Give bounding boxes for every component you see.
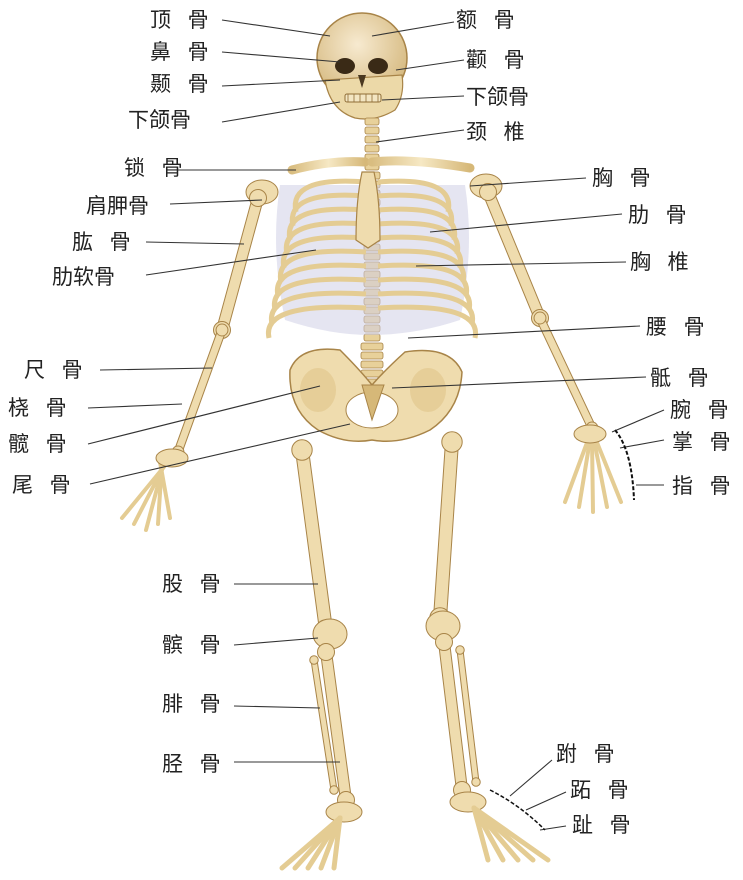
label-yao-gu: 腰 骨	[646, 315, 710, 339]
label-lei-ruan-gu: 肋软骨	[52, 265, 115, 289]
label-jian-jia-gu: 肩胛骨	[86, 194, 149, 218]
foot-bones	[282, 792, 548, 868]
leader-line	[146, 242, 244, 244]
tarsals-left-side	[450, 792, 486, 812]
label-zhi-gu: 指 骨	[672, 474, 736, 498]
vertebra	[365, 127, 379, 134]
label-fei-gu: 腓 骨	[162, 692, 226, 716]
label-wei-gu: 尾 骨	[12, 473, 76, 497]
vertebra	[361, 343, 383, 350]
leader-line	[234, 706, 320, 708]
label-zhi-gu-toe: 趾 骨	[572, 813, 636, 837]
label-chi-gu: 尺 骨	[24, 358, 88, 382]
vertebra	[365, 145, 379, 152]
vertebra	[361, 361, 383, 368]
leader-line	[222, 102, 340, 122]
carpals-left-side	[574, 425, 606, 443]
label-xiong-zhui: 胸 椎	[630, 250, 694, 274]
label-xia-he-gu-right: 下颌骨	[466, 85, 529, 109]
femur-left-side	[430, 432, 462, 628]
label-nie-gu: 颞 骨	[150, 72, 214, 96]
label-zhang-gu: 掌 骨	[672, 430, 736, 454]
vertebra	[361, 352, 383, 359]
label-gu-gu: 股 骨	[162, 572, 226, 596]
clavicles	[292, 161, 470, 170]
label-bin-gu: 髌 骨	[162, 633, 226, 657]
leader-line	[222, 80, 340, 86]
label-rao-gu: 桡 骨	[8, 396, 72, 420]
label-zhi-gu-foot: 跖 骨	[570, 778, 634, 802]
femur-right-side	[292, 440, 336, 640]
vertebra	[365, 118, 379, 125]
finger-bone	[592, 440, 593, 512]
leader-line	[620, 440, 664, 448]
carpals-right-side	[156, 449, 188, 467]
label-quan-gu: 颧 骨	[466, 48, 530, 72]
sternum	[356, 172, 380, 248]
leader-line	[408, 326, 640, 338]
forearm-right-side	[172, 324, 228, 458]
leader-line	[170, 200, 262, 204]
leader-line	[612, 410, 664, 432]
label-gong-gu: 肱 骨	[72, 230, 136, 254]
leader-line	[222, 20, 330, 36]
label-ding-gu: 顶 骨	[150, 8, 214, 32]
humerus-left-side	[480, 184, 549, 327]
label-kuan-gu: 髋 骨	[8, 432, 72, 456]
leader-line	[526, 792, 566, 810]
vertebra	[364, 334, 380, 341]
label-xiong-gu: 胸 骨	[592, 166, 656, 190]
leader-line	[88, 386, 320, 444]
label-wan-gu: 腕 骨	[670, 398, 734, 422]
leader-line	[234, 638, 318, 645]
label-jing-zhui: 颈 椎	[466, 120, 530, 144]
label-lei-gu: 肋 骨	[628, 203, 692, 227]
leader-line	[88, 404, 182, 408]
label-e-gu: 额 骨	[456, 8, 520, 32]
label-bi-gu: 鼻 骨	[150, 40, 214, 64]
leader-line	[100, 368, 212, 370]
tarsals-right-side	[326, 802, 362, 822]
leader-line	[510, 760, 552, 796]
label-di-gu: 骶 骨	[650, 366, 714, 390]
leader-line	[376, 130, 464, 142]
label-jing-gu: 胫 骨	[162, 752, 226, 776]
label-xia-he-gu-left: 下颌骨	[128, 108, 191, 132]
label-suo-gu: 锁 骨	[124, 156, 188, 180]
label-fu-gu: 跗 骨	[556, 742, 620, 766]
